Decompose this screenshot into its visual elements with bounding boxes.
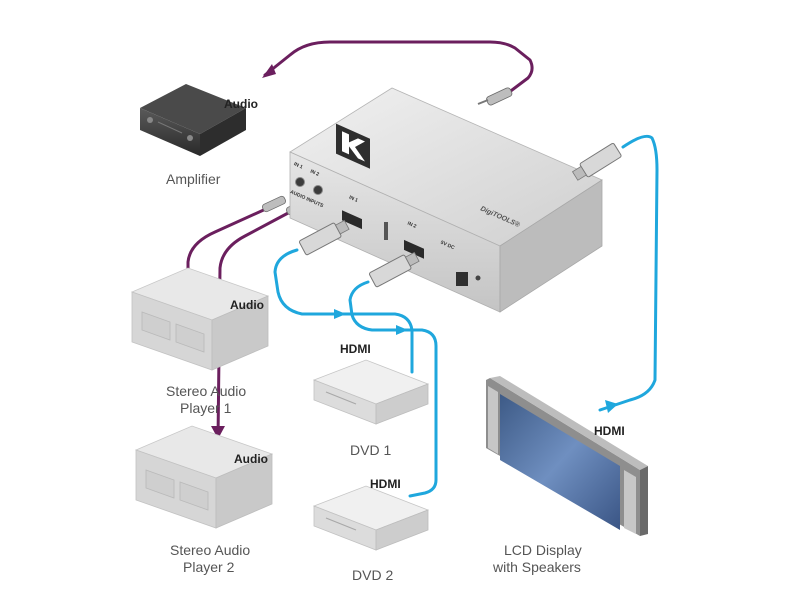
switcher-unit: IN 1 IN 2 AUDIO INPUTS IN 1 IN 2 5V DC D… (289, 87, 603, 313)
label-hdmi-in2: IN 2 (406, 221, 417, 230)
audio-in2-jack[interactable] (313, 185, 323, 195)
stereo-player-2-device (134, 425, 274, 529)
lcd-label-line2: with Speakers (492, 559, 581, 575)
player1-audio-label: Audio (230, 298, 264, 312)
dvd1-hdmi-cable (273, 248, 414, 374)
player2-audio-label: Audio (234, 452, 268, 466)
player1-label-line1: Stereo Audio (166, 383, 246, 399)
player1-label-line2: Player 1 (180, 400, 232, 416)
audio-cables (186, 40, 534, 442)
amp-audio-arrow (262, 64, 276, 78)
lcd-screen (500, 394, 620, 530)
lcd-hdmi-cable (598, 134, 659, 412)
hdmi-cables (273, 134, 659, 498)
dvd1-hdmi-label: HDMI (340, 342, 371, 356)
lcd-label-line1: LCD Display (504, 542, 582, 558)
dvd2-device (312, 485, 430, 551)
kramer-logo-icon (336, 123, 370, 169)
lcd-display-device (486, 376, 648, 536)
label-power: 5V DC (439, 240, 455, 252)
hdmi-plug-in2 (369, 251, 420, 288)
label-hdmi-in1: IN 1 (348, 195, 359, 204)
dvd1-label: DVD 1 (350, 442, 391, 458)
amp-audio-label: Audio (224, 97, 258, 111)
hdmi-in1-port[interactable] (342, 210, 362, 230)
dvd1-hdmi-arrow (334, 309, 346, 319)
dvd2-label: DVD 2 (352, 567, 393, 583)
dvd2-hdmi-cable (348, 280, 438, 498)
amplifier-device (140, 84, 246, 156)
power-connector[interactable] (456, 272, 468, 286)
dvd1-device (312, 359, 430, 425)
power-led (475, 275, 481, 281)
amplifier-label: Amplifier (166, 171, 221, 187)
hdmi-plug-output (571, 142, 622, 181)
lcd-speaker-right (624, 470, 636, 534)
audio-plug-amp (477, 87, 513, 106)
lcd-speaker-left (488, 386, 498, 454)
amp-audio-cable (263, 40, 534, 95)
audio-plug-in1 (262, 195, 286, 213)
label-audio-in2: IN 2 (309, 169, 320, 178)
dvd2-hdmi-arrow (396, 325, 408, 335)
player1-audio-cable (186, 206, 270, 302)
hdmi-plug-in1 (299, 219, 350, 256)
lcd-hdmi-arrow (605, 400, 618, 413)
player2-label-line2: Player 2 (183, 559, 235, 575)
dvd2-hdmi-label: HDMI (370, 477, 401, 491)
status-leds (384, 222, 388, 240)
label-audio-in1: IN 1 (293, 161, 304, 170)
audio-in1-jack[interactable] (295, 177, 305, 187)
player2-label-line1: Stereo Audio (170, 542, 250, 558)
hdmi-in2-port[interactable] (404, 239, 424, 259)
player2-audio-arrow (211, 426, 225, 439)
stereo-player-1-device (130, 267, 270, 371)
player2-audio-cable (216, 210, 292, 442)
lcd-hdmi-label: HDMI (594, 424, 625, 438)
